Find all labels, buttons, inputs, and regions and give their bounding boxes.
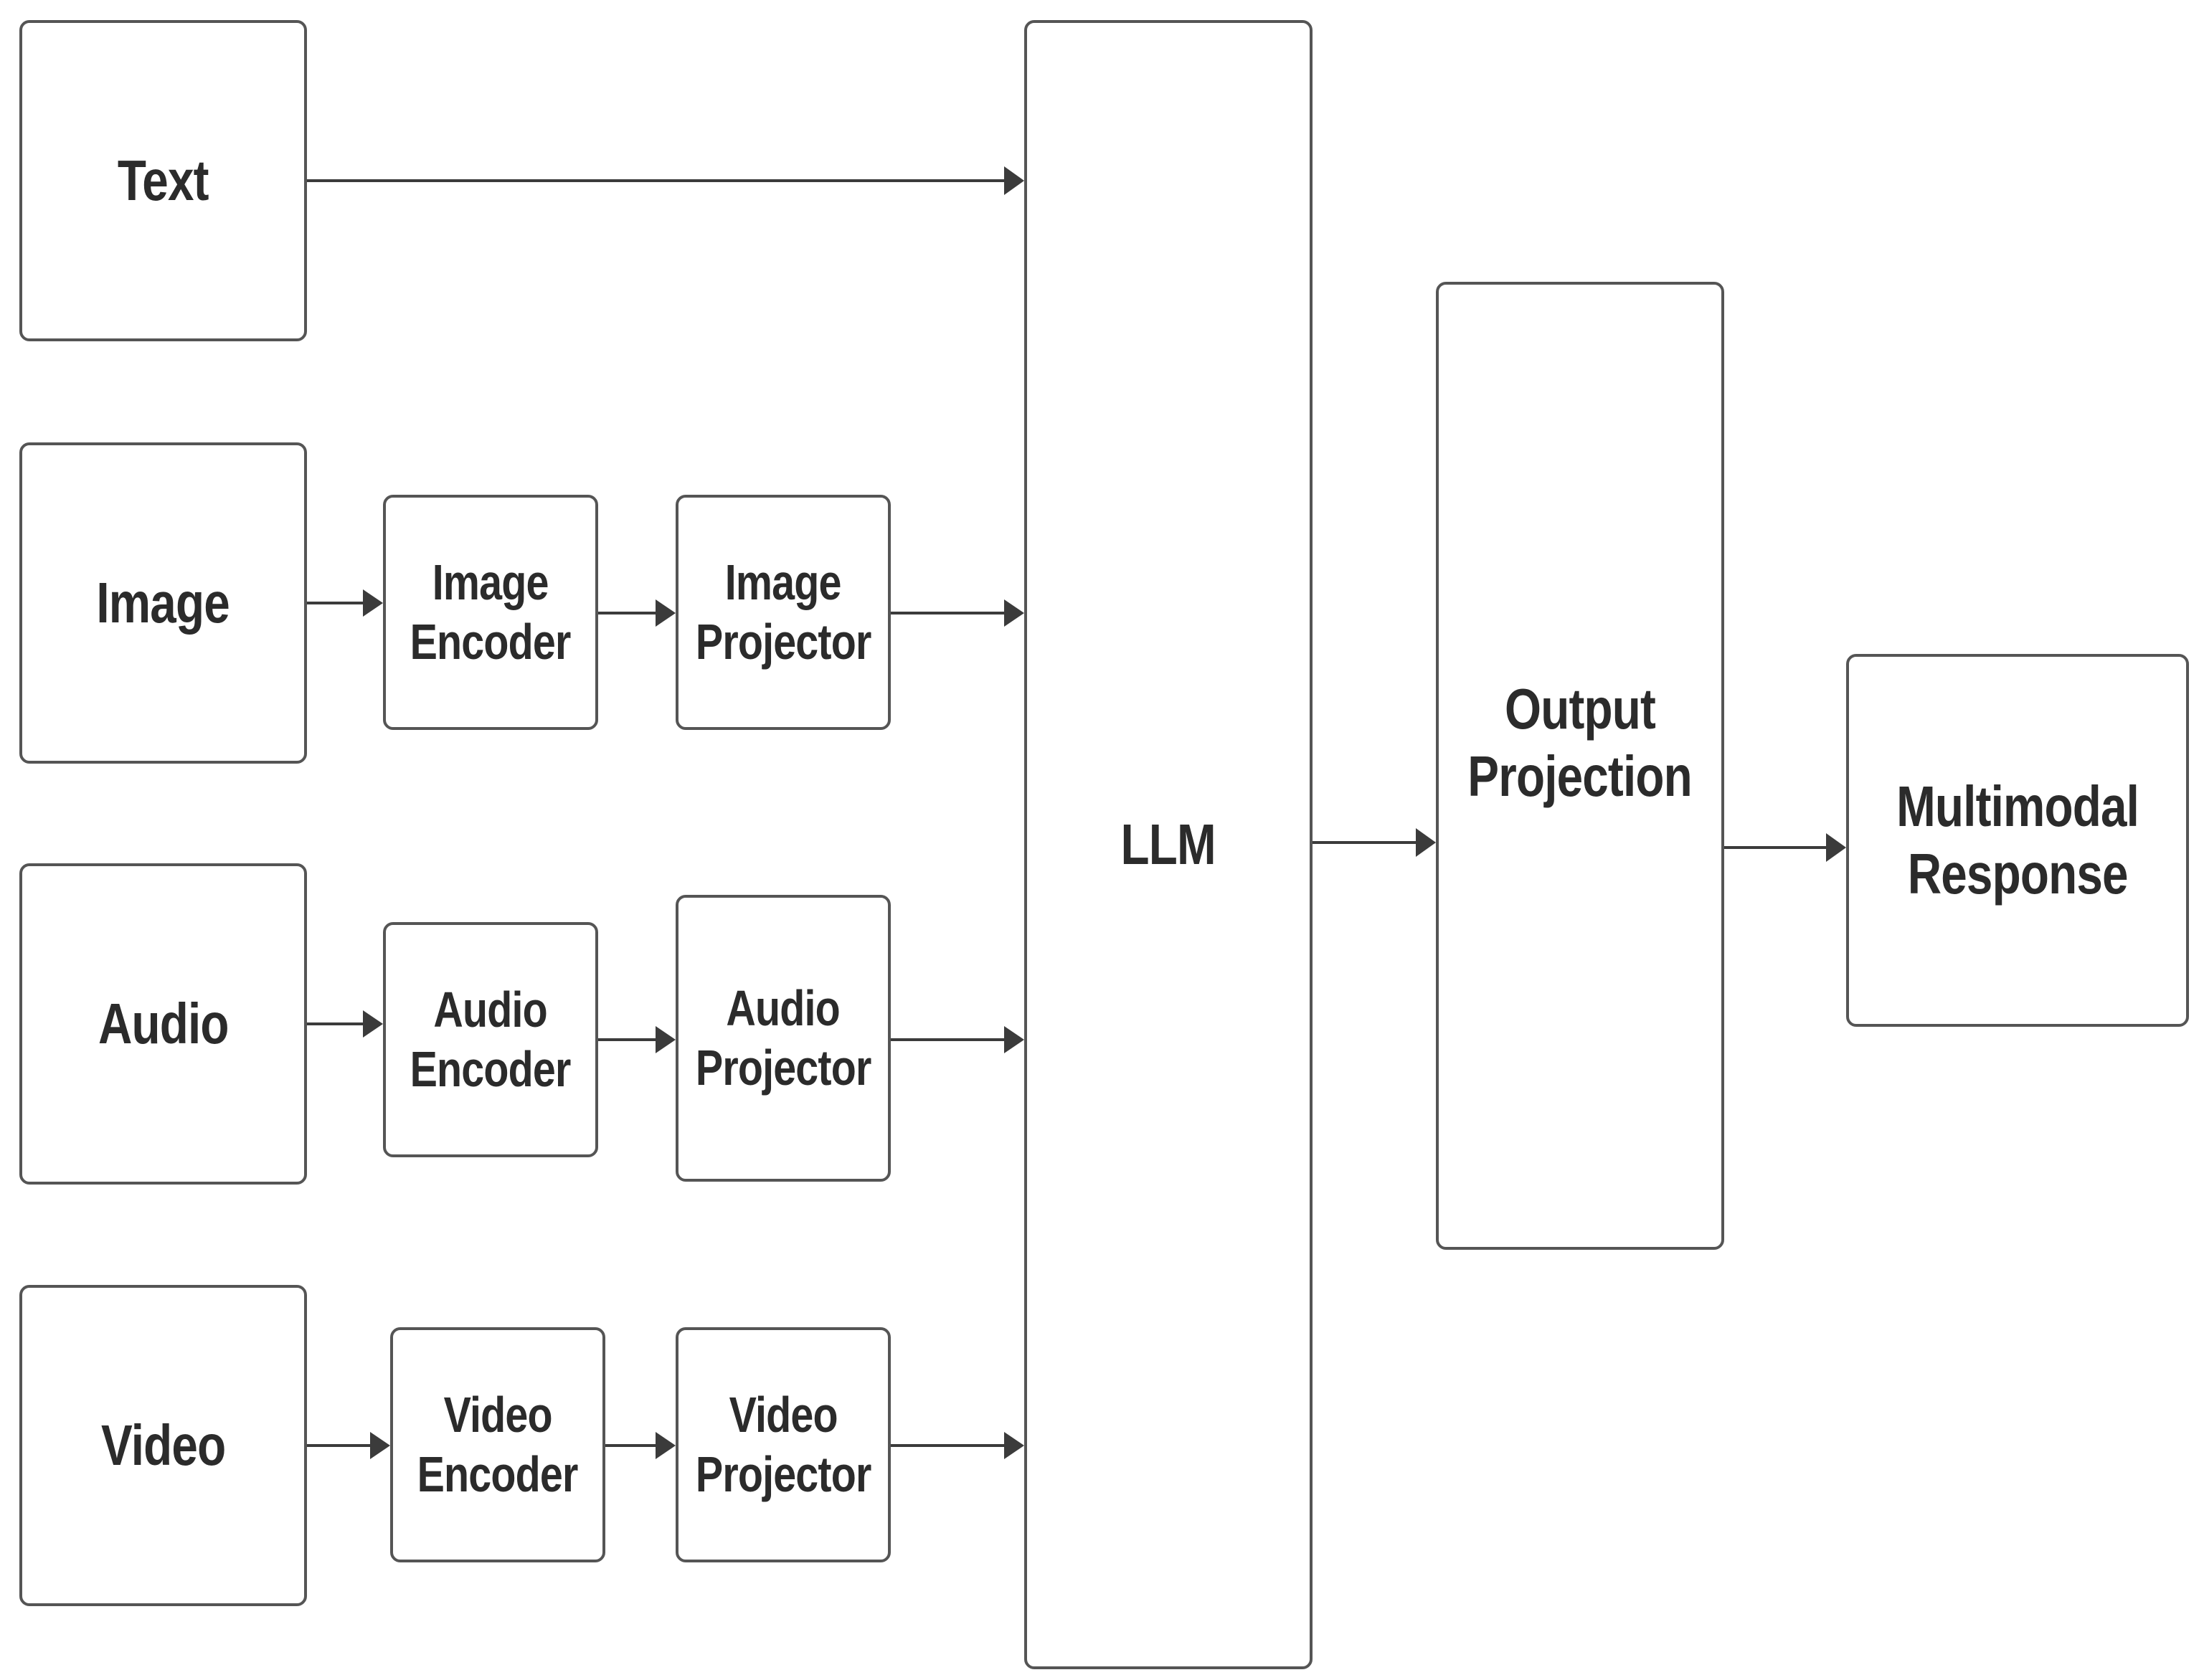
video-projector-box: Video Projector xyxy=(676,1327,891,1562)
audio-projector-box: Audio Projector xyxy=(676,895,891,1182)
output-projection-label-line-2: Projection xyxy=(1467,744,1693,809)
arrow-llm-to-output-projection xyxy=(1313,828,1436,857)
arrow-video-to-video-encoder xyxy=(307,1432,390,1459)
arrow-video-projector-to-llm xyxy=(891,1432,1024,1459)
audio-projector-label-line-2: Projector xyxy=(695,1040,871,1096)
image-encoder-box: Image Encoder xyxy=(383,495,598,730)
arrow-audio-to-audio-encoder xyxy=(307,1010,383,1038)
image-encoder-label-line-1: Image xyxy=(432,554,549,611)
llm-label: LLM xyxy=(1120,812,1216,876)
video-projector-label-line-1: Video xyxy=(729,1387,838,1443)
video-encoder-box: Video Encoder xyxy=(390,1327,605,1562)
arrow-output-projection-to-multimodal-response xyxy=(1724,833,1846,862)
audio-input-label: Audio xyxy=(98,991,230,1055)
image-projector-box: Image Projector xyxy=(676,495,891,730)
arrow-video-encoder-to-video-projector xyxy=(605,1432,676,1459)
video-projector-label-line-2: Projector xyxy=(695,1446,871,1502)
output-projection-box: Output Projection xyxy=(1436,282,1724,1250)
image-projector-label-line-1: Image xyxy=(725,554,842,611)
arrow-text-to-llm xyxy=(307,166,1024,195)
audio-encoder-box: Audio Encoder xyxy=(383,922,598,1157)
text-input-label: Text xyxy=(118,148,209,212)
video-input-label: Video xyxy=(100,1413,226,1477)
audio-encoder-label-line-1: Audio xyxy=(433,982,548,1038)
audio-projector-label-line-1: Audio xyxy=(726,980,841,1037)
image-encoder-label-line-2: Encoder xyxy=(410,614,572,670)
multimodal-response-label-line-2: Response xyxy=(1907,842,2129,906)
audio-encoder-label-line-2: Encoder xyxy=(410,1041,572,1097)
multimodal-response-box: Multimodal Response xyxy=(1846,654,2189,1027)
video-input-box: Video xyxy=(19,1285,307,1606)
video-encoder-label-line-1: Video xyxy=(443,1387,552,1443)
image-projector-label-line-2: Projector xyxy=(695,614,871,670)
output-projection-label-line-1: Output xyxy=(1504,677,1656,741)
multimodal-response-label-line-1: Multimodal xyxy=(1896,774,2139,838)
arrow-image-encoder-to-image-projector xyxy=(598,599,676,627)
text-input-box: Text xyxy=(19,20,307,341)
llm-box: LLM xyxy=(1024,20,1313,1669)
image-input-box: Image xyxy=(19,442,307,764)
image-input-label: Image xyxy=(96,570,230,635)
video-encoder-label-line-2: Encoder xyxy=(417,1446,579,1502)
arrow-image-to-image-encoder xyxy=(307,589,383,617)
arrow-audio-projector-to-llm xyxy=(891,1026,1024,1053)
arrow-image-projector-to-llm xyxy=(891,599,1024,627)
arrow-audio-encoder-to-audio-projector xyxy=(598,1026,676,1053)
audio-input-box: Audio xyxy=(19,863,307,1185)
